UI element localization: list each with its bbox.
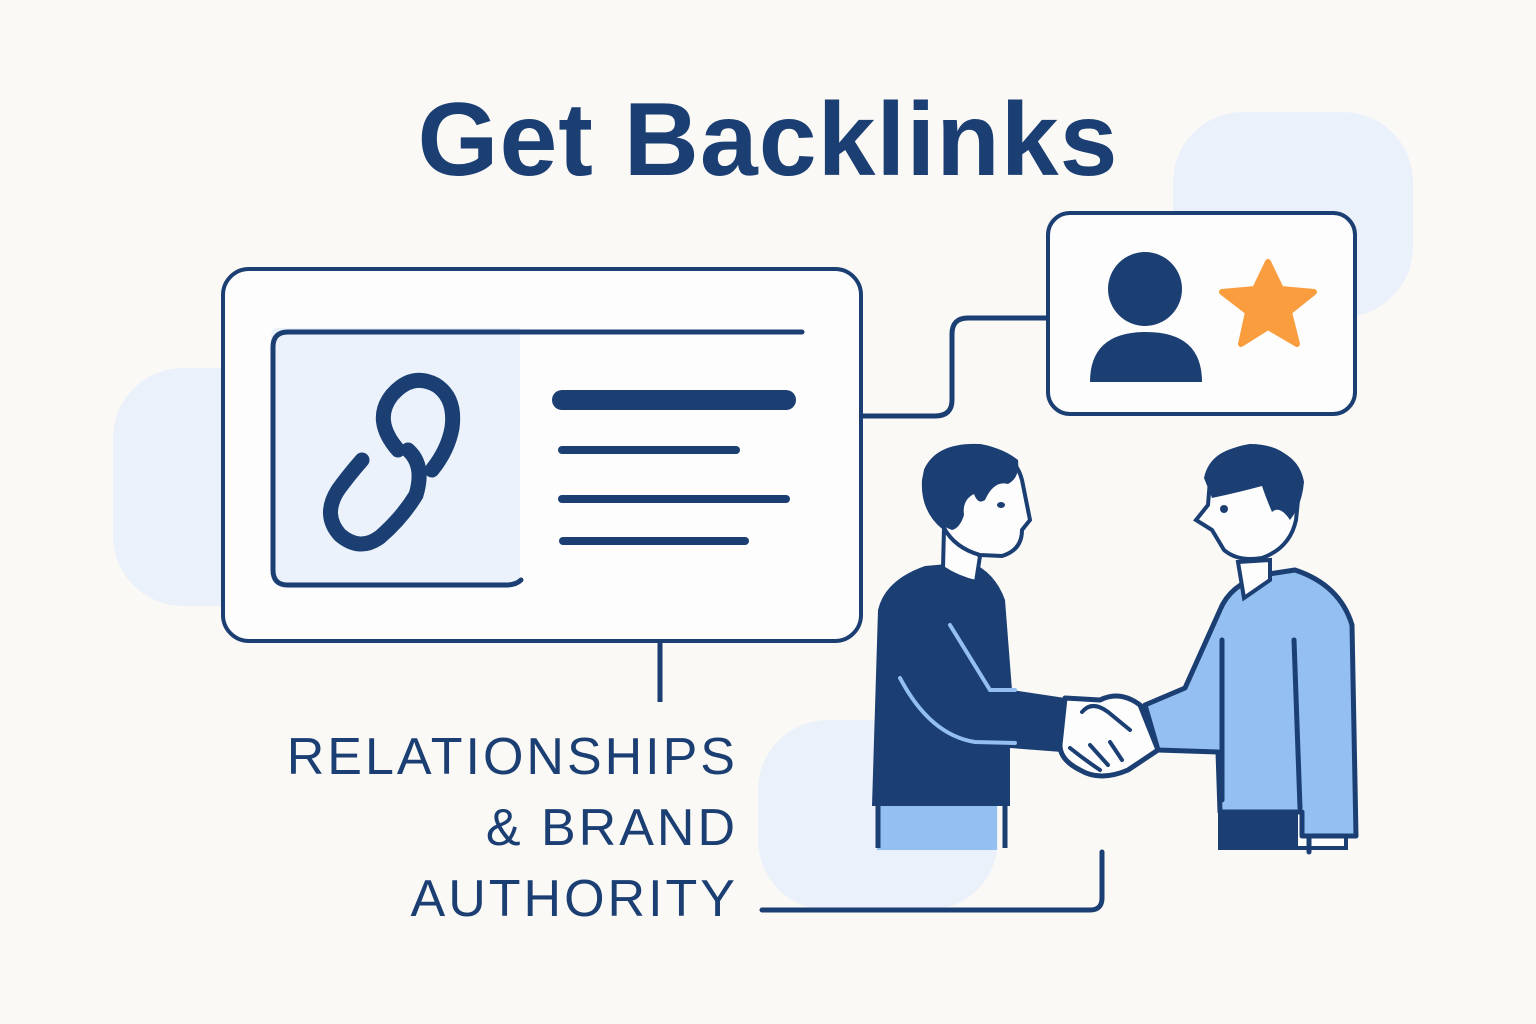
caption-line-2: & BRAND — [485, 799, 738, 857]
caption-line-3: AUTHORITY — [410, 870, 738, 928]
handshake-hands — [1057, 693, 1161, 779]
text-lines — [552, 390, 796, 545]
star-icon — [1219, 259, 1317, 347]
page-title: Get Backlinks — [417, 82, 1119, 198]
handshake-illustration — [872, 443, 1359, 855]
caption-line-1: RELATIONSHIPS — [286, 728, 738, 786]
person-left — [872, 443, 1065, 850]
link-icon — [323, 372, 461, 552]
connector-line-top — [863, 315, 1046, 419]
connector-line-bottom — [759, 849, 1105, 913]
user-icon — [1090, 252, 1202, 382]
caption-text: RELATIONSHIPS & BRAND AUTHORITY — [287, 722, 738, 935]
person-right — [1142, 443, 1359, 855]
